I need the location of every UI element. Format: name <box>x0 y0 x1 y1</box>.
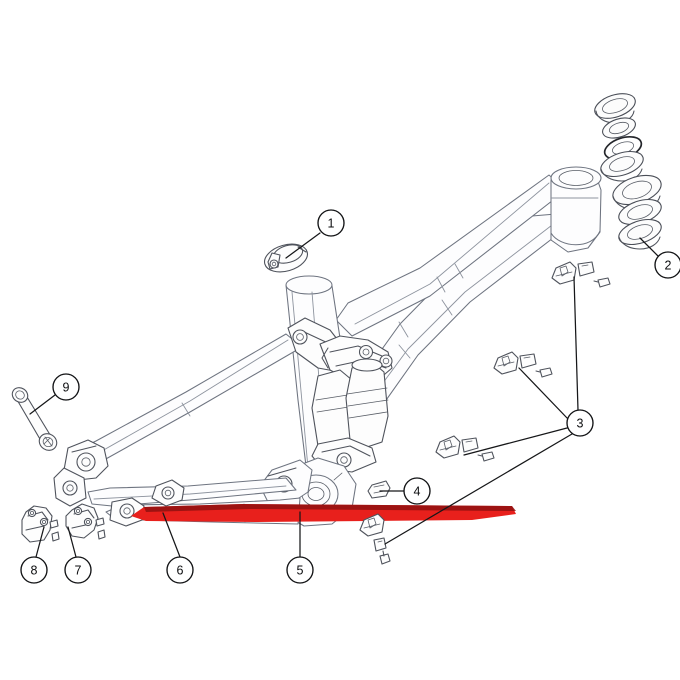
callout-bubble-5[interactable] <box>286 556 314 584</box>
callout-layer: 1 2 3 4 5 6 7 8 9 <box>20 209 680 584</box>
chainstay-protector-highlight <box>131 504 516 522</box>
leader-lines <box>29 232 659 558</box>
callout-9[interactable]: 9 <box>52 373 80 401</box>
callout-2[interactable]: 2 <box>654 251 680 279</box>
callout-label-7: 7 <box>75 564 82 578</box>
seat-stay <box>73 333 303 469</box>
part-hanger-right <box>65 503 106 540</box>
callout-bubble-1[interactable] <box>317 209 345 237</box>
callout-bubble-2[interactable] <box>654 251 680 279</box>
callout-label-8: 8 <box>31 564 38 578</box>
cable-guide-clip-3 <box>435 435 495 462</box>
callout-label-1: 1 <box>328 217 335 231</box>
top-tube <box>335 174 567 337</box>
part-headset-bearings <box>594 93 662 250</box>
callout-bubble-4[interactable] <box>403 477 431 505</box>
callout-bubble-8[interactable] <box>20 556 48 584</box>
callout-8[interactable]: 8 <box>20 556 48 584</box>
cable-guide-clip-1 <box>551 261 611 288</box>
callout-4[interactable]: 4 <box>403 477 431 505</box>
part-hanger-left <box>21 505 60 543</box>
rear-shock <box>311 358 389 455</box>
callout-label-4: 4 <box>414 485 421 499</box>
part-cable-port-grommet <box>367 480 391 499</box>
callout-bubble-3[interactable] <box>566 409 594 437</box>
callout-3[interactable]: 3 <box>566 409 594 437</box>
callout-label-6: 6 <box>177 564 184 578</box>
cable-guide-clip-2 <box>493 351 553 378</box>
callout-label-5: 5 <box>297 564 304 578</box>
headset-lower-stack <box>612 174 662 250</box>
head-tube <box>550 166 602 253</box>
callout-7[interactable]: 7 <box>64 556 92 584</box>
part-through-axle <box>11 387 58 451</box>
callout-6[interactable]: 6 <box>166 556 194 584</box>
callout-1[interactable]: 1 <box>317 209 345 237</box>
rear-dropout <box>53 439 185 527</box>
frame-assembly <box>53 166 602 527</box>
headset-upper-stack <box>594 93 644 182</box>
callout-bubble-9[interactable] <box>52 373 80 401</box>
callout-label-9: 9 <box>63 381 70 395</box>
callout-bubble-6[interactable] <box>166 556 194 584</box>
cable-guide-clip-4 <box>359 513 391 565</box>
callout-bubble-7[interactable] <box>64 556 92 584</box>
callout-label-2: 2 <box>665 259 672 273</box>
callout-label-3: 3 <box>577 417 584 431</box>
callout-5[interactable]: 5 <box>286 556 314 584</box>
part-cable-guides <box>359 261 611 565</box>
